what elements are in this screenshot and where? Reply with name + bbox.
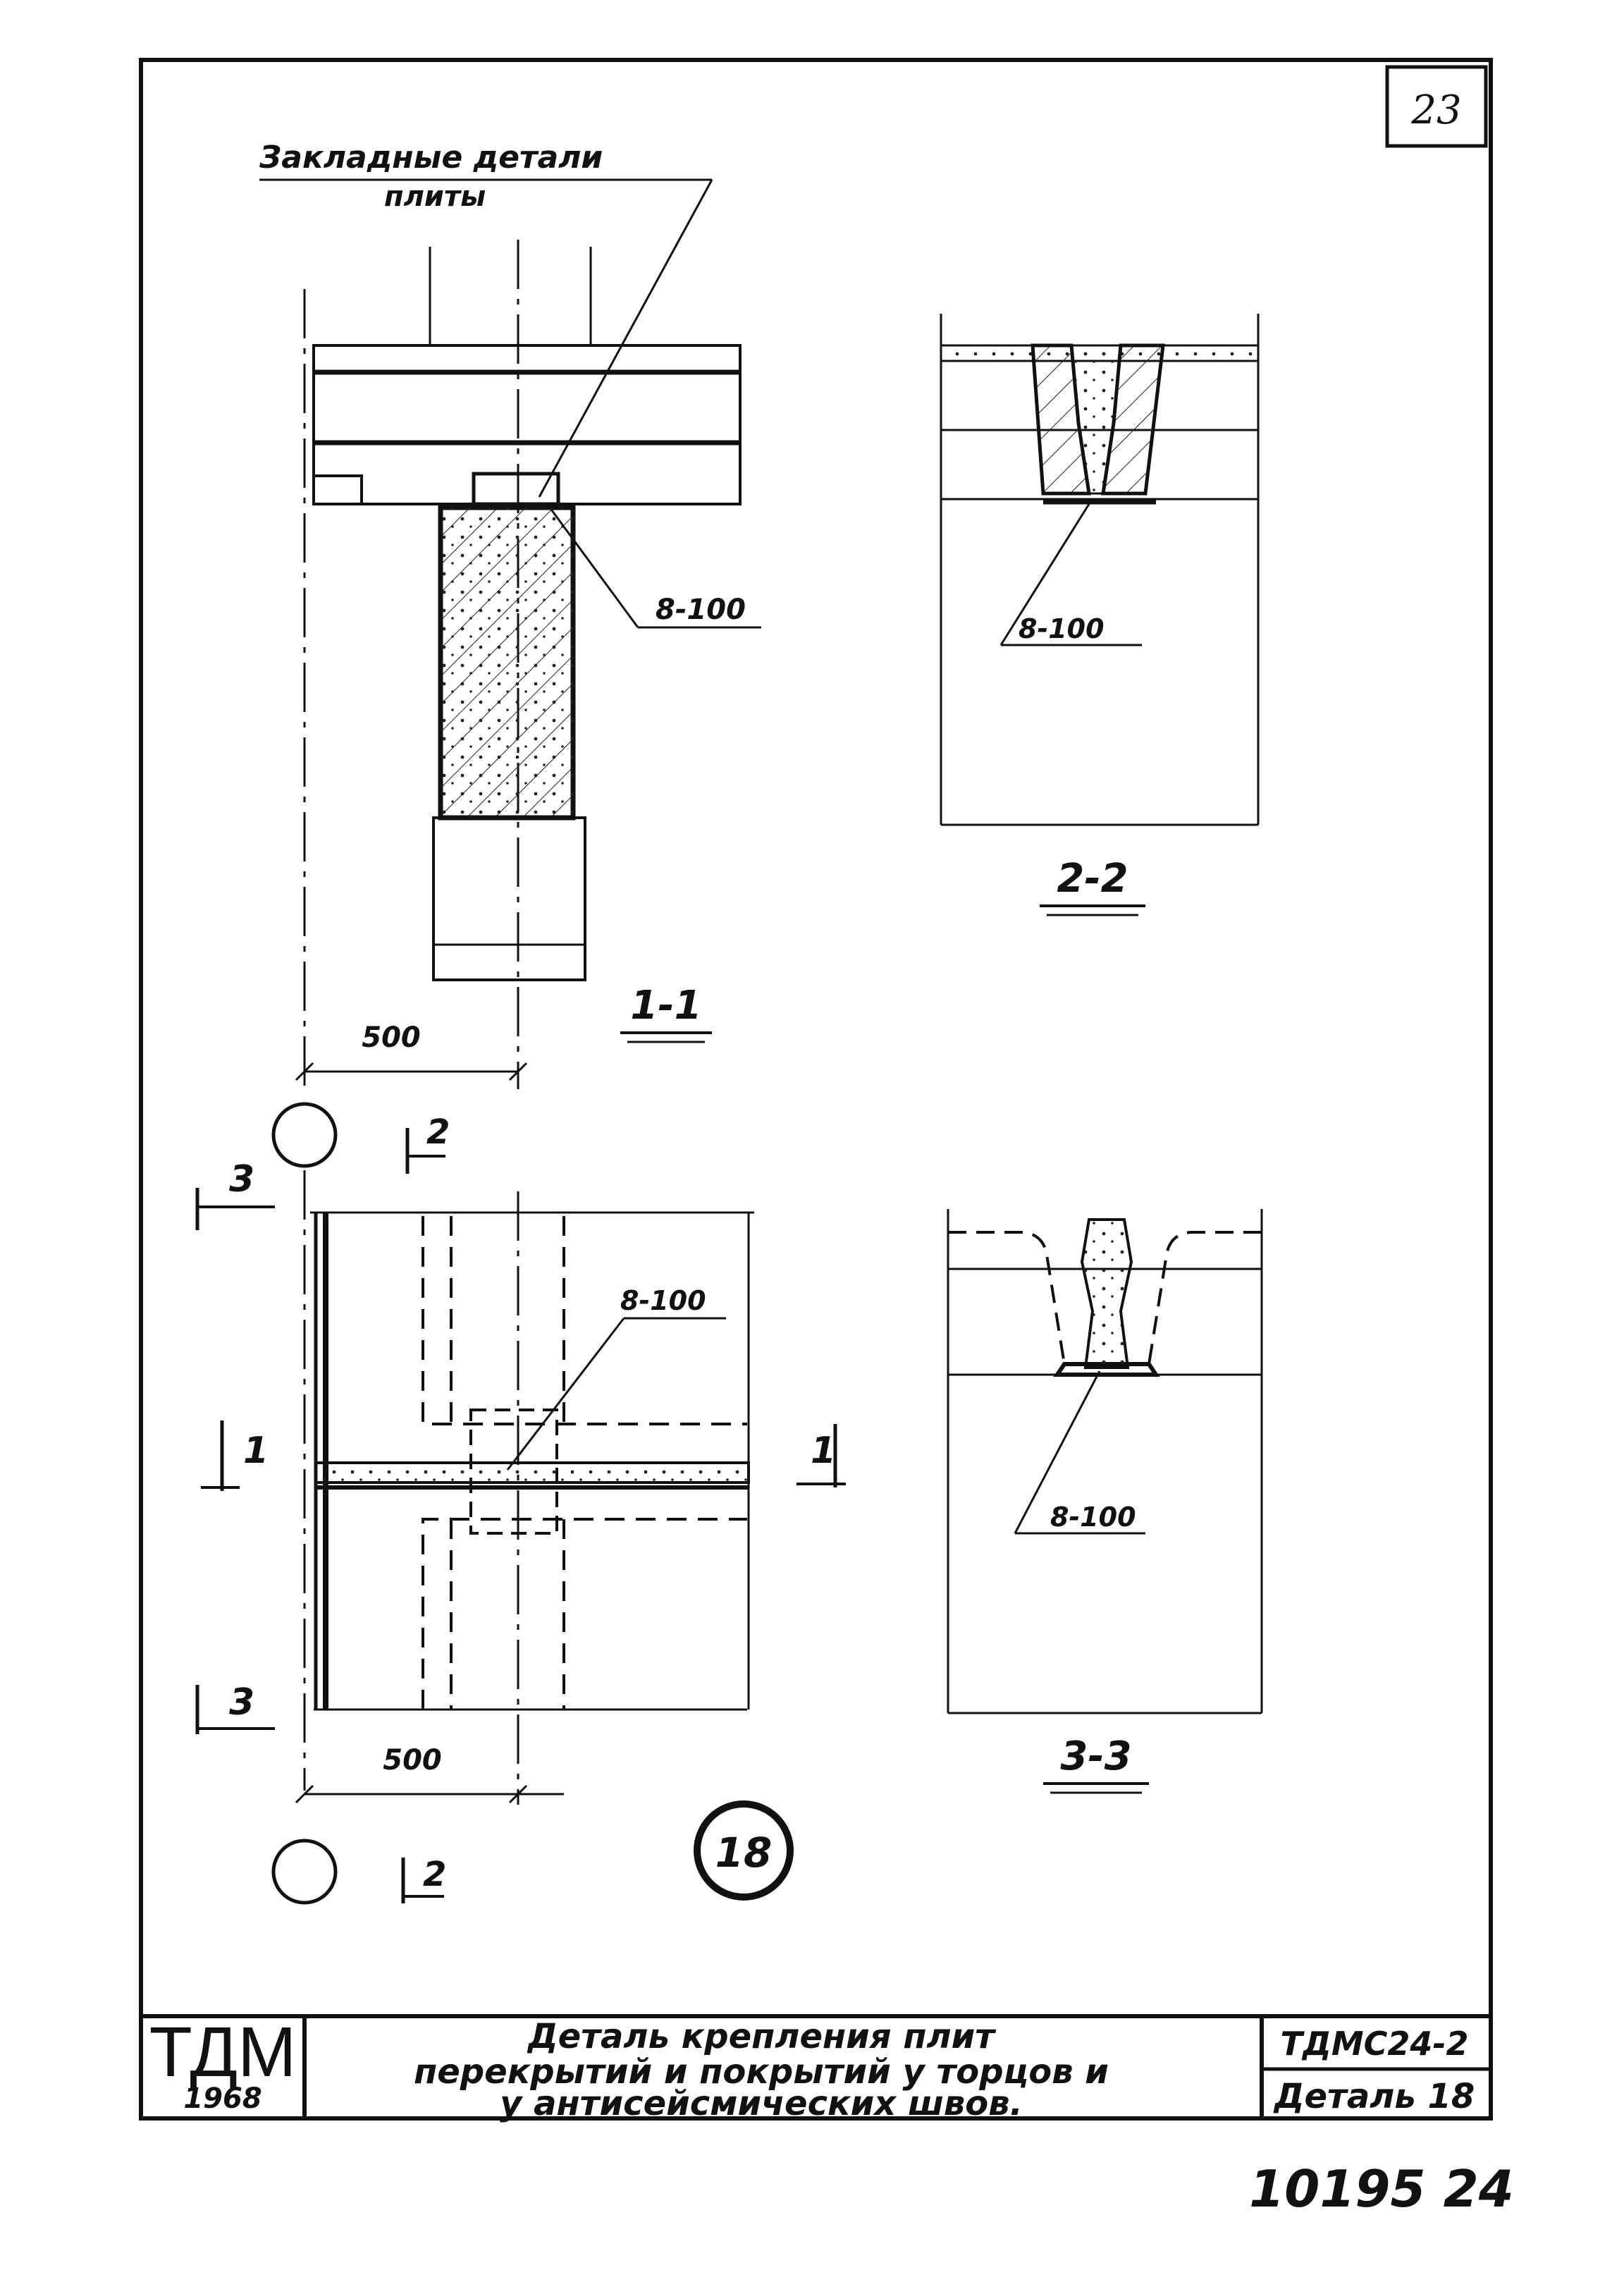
title-line-1: Деталь крепления плит <box>527 2017 997 2056</box>
page-number: 23 <box>1410 87 1461 133</box>
title-block: ТДМ 1968 Деталь крепления плит перекрыти… <box>141 2013 1491 2123</box>
section-mark-2-top: 2 <box>426 1112 450 1152</box>
embedded-parts-callout: Закладные детали плиты <box>259 140 713 498</box>
section-mark-1-right: 1 <box>811 1430 836 1472</box>
series-code: ТДМС24-2 <box>1281 2025 1469 2063</box>
weld-label-3-3: 8-100 <box>1050 1502 1136 1533</box>
weld-label-2-2: 8-100 <box>1019 613 1105 644</box>
dimension-500-bottom: 500 <box>383 1744 442 1776</box>
section-title-1-1: 1-1 <box>630 983 701 1029</box>
title-line-2: перекрытий и покрытий у торцов и <box>414 2052 1109 2092</box>
sheet-frame <box>139 58 1493 2121</box>
detail-marker: 18 <box>694 1800 794 1901</box>
section-3-3: 8-100 <box>947 1209 1263 1714</box>
weld-callout-1-1: 8-100 <box>548 507 761 629</box>
title-line-3: у антисейсмических швов. <box>500 2084 1023 2123</box>
org-year: 1968 <box>183 2082 262 2115</box>
plan-view: 8-100 500 <box>271 1170 754 1905</box>
detail-marker-number: 18 <box>715 1829 773 1877</box>
section-marks: 2 2 3 3 1 1 <box>195 1112 846 1903</box>
section-title-2-2: 2-2 <box>1057 856 1128 902</box>
section-mark-3-top: 3 <box>229 1158 254 1201</box>
org-logo: ТДМ <box>149 2013 297 2092</box>
section-mark-1-left: 1 <box>243 1430 269 1472</box>
section-mark-2-bottom: 2 <box>423 1855 446 1894</box>
section-1-1: 500 <box>271 240 742 1168</box>
embedded-parts-label-1: Закладные детали <box>259 140 603 176</box>
embedded-parts-label-2: плиты <box>384 180 486 213</box>
dimension-500-top: 500 <box>362 1021 421 1054</box>
section-title-3-3: 3-3 <box>1060 1733 1131 1779</box>
weld-label-1-1: 8-100 <box>656 594 746 626</box>
axis-bubble-bottom <box>271 1839 338 1905</box>
page-number-box: 23 <box>1385 65 1488 148</box>
stamp-code: 10195 24 <box>1249 2159 1514 2219</box>
axis-bubble-top <box>271 1102 338 1168</box>
detail-number: Деталь 18 <box>1273 2077 1475 2116</box>
weld-label-plan: 8-100 <box>620 1285 706 1316</box>
section-2-2: 8-100 <box>940 314 1260 826</box>
section-mark-3-bottom: 3 <box>229 1681 254 1724</box>
